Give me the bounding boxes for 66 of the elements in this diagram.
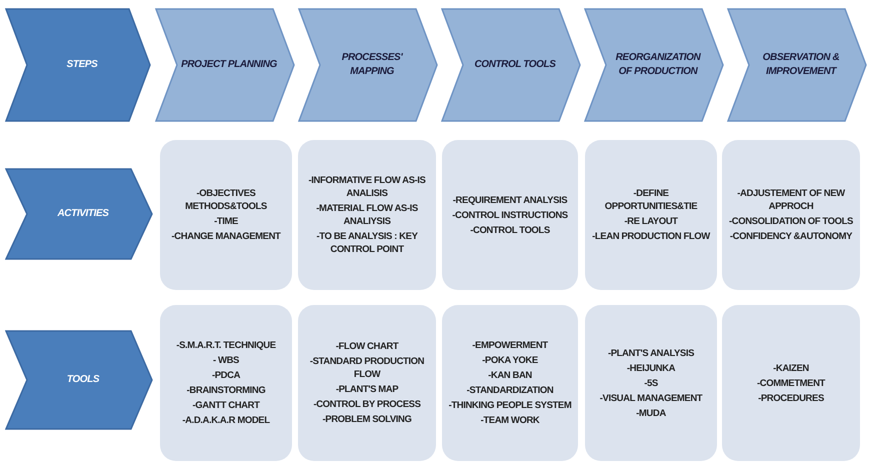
list-item: -CONTROL TOOLS bbox=[470, 224, 550, 236]
list-item: -CHANGE MANAGEMENT bbox=[172, 230, 280, 243]
list-item: -STANDARDIZATION bbox=[466, 384, 554, 397]
list-item: -MATERIAL FLOW AS-IS ANALIYSIS bbox=[315, 202, 419, 228]
list-item: -TIME bbox=[214, 215, 238, 228]
list-item: -STANDARD PRODUCTION FLOW bbox=[308, 355, 426, 381]
list-item: -BRAINSTORMING bbox=[186, 384, 266, 397]
list-item: -DEFINE OPPORTUNITIES&TIE bbox=[604, 187, 698, 213]
list-item: -FLOW CHART bbox=[336, 340, 398, 353]
list-item: -MUDA bbox=[636, 406, 666, 420]
list-item: -RE LAYOUT bbox=[624, 215, 678, 228]
step-banner bbox=[584, 8, 724, 122]
list-item: -REQUIREMENT ANALYSIS bbox=[452, 194, 568, 206]
item-card bbox=[160, 140, 292, 290]
list-item: -HEIJUNKA bbox=[626, 362, 676, 374]
step-label: CONTROL TOOLS bbox=[474, 58, 556, 72]
step-banner bbox=[155, 8, 295, 122]
step-banner bbox=[441, 8, 581, 122]
list-item: -PDCA bbox=[212, 369, 240, 382]
list-item: -5S bbox=[644, 376, 658, 390]
list-item: -PROBLEM SOLVING bbox=[322, 413, 412, 426]
step-label: REORGANIZATION OF PRODUCTION bbox=[614, 51, 702, 79]
step-banner bbox=[5, 330, 153, 430]
list-item: -KAN BAN bbox=[488, 369, 532, 382]
list-item: -VISUAL MANAGEMENT bbox=[600, 392, 702, 404]
step-banner bbox=[727, 8, 867, 122]
list-item: -OBJECTIVES METHODS&TOOLS bbox=[184, 187, 268, 213]
step-banner bbox=[5, 168, 153, 260]
list-item: -PROCEDURES bbox=[758, 392, 824, 404]
list-item: -COMMETMENT bbox=[757, 376, 825, 390]
list-item: -CONTROL BY PROCESS bbox=[313, 398, 421, 411]
list-item: -S.M.A.R.T. TECHNIQUE bbox=[176, 339, 276, 352]
item-card bbox=[160, 305, 292, 461]
step-label: TOOLS bbox=[66, 373, 100, 387]
list-item: -CONTROL INSTRUCTIONS bbox=[452, 208, 568, 222]
item-card bbox=[298, 140, 436, 290]
list-item: -POKA YOKE bbox=[482, 354, 538, 367]
list-item: -CONSOLIDATION OF TOOLS bbox=[729, 215, 853, 228]
list-item: -CONFIDENCY &AUTONOMY bbox=[730, 230, 852, 243]
list-item: -KAIZEN bbox=[773, 362, 809, 374]
list-item: -ADJUSTEMENT OF NEW APPROCH bbox=[736, 187, 846, 213]
step-banner bbox=[5, 8, 151, 122]
list-item: -TO BE ANALYSIS : KEY CONTROL POINT bbox=[315, 230, 419, 256]
step-label: OBSERVATION & IMPROVEMENT bbox=[762, 51, 840, 79]
list-item: - WBS bbox=[213, 354, 239, 367]
list-item: -TEAM WORK bbox=[480, 414, 540, 427]
item-card bbox=[585, 140, 717, 290]
step-label: PROCESSES' MAPPING bbox=[340, 51, 404, 79]
list-item: -A.D.A.K.A.R MODEL bbox=[182, 414, 270, 427]
step-banner bbox=[298, 8, 438, 122]
item-card bbox=[442, 305, 578, 461]
list-item: -EMPOWERMENT bbox=[472, 339, 548, 352]
item-card bbox=[298, 305, 436, 461]
step-label: STEPS bbox=[66, 58, 98, 72]
list-item: -INFORMATIVE FLOW AS-IS ANALISIS bbox=[308, 174, 426, 200]
list-item: -LEAN PRODUCTION FLOW bbox=[592, 230, 710, 243]
list-item: -PLANT'S MAP bbox=[336, 383, 398, 396]
list-item: -GANTT CHART bbox=[192, 399, 260, 412]
list-item: -THINKING PEOPLE SYSTEM bbox=[448, 399, 572, 412]
item-card bbox=[722, 140, 860, 290]
list-item: -PLANT'S ANALYSIS bbox=[608, 346, 694, 360]
step-label: PROJECT PLANNING bbox=[181, 58, 277, 72]
item-card bbox=[442, 140, 578, 290]
step-label: ACTIVITIES bbox=[57, 207, 108, 221]
item-card bbox=[722, 305, 860, 461]
item-card bbox=[585, 305, 717, 461]
